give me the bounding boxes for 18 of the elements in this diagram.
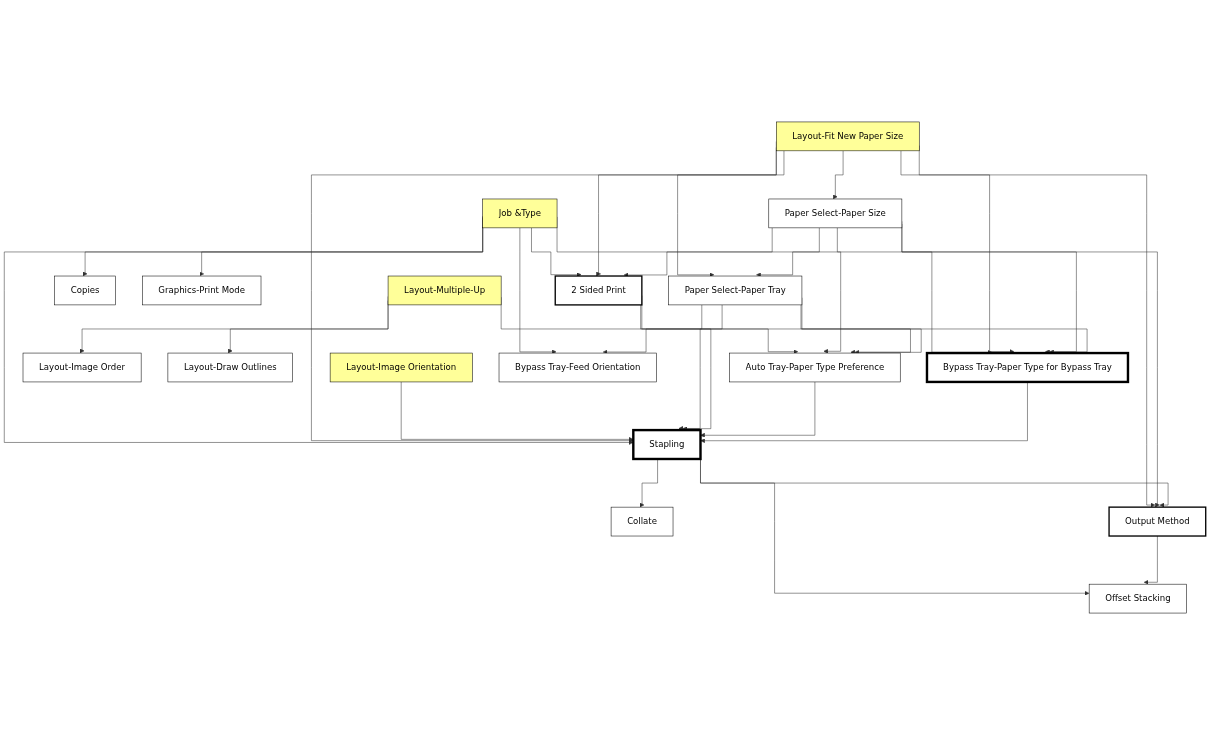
node-box: Bypass Tray-Paper Type for Bypass Tray bbox=[925, 351, 1130, 384]
node-box: 2 Sided Print bbox=[554, 275, 643, 306]
node-box: Graphics-Print Mode bbox=[142, 275, 262, 306]
node-box: Paper Select-Paper Size bbox=[768, 198, 903, 229]
node-box: Layout-Draw Outlines bbox=[167, 352, 293, 383]
node-box: Paper Select-Paper Tray bbox=[668, 275, 803, 306]
node-box: Job &Type bbox=[482, 198, 558, 229]
node-box: Layout-Fit New Paper Size bbox=[776, 121, 920, 152]
node-box: Auto Tray-Paper Type Preference bbox=[729, 352, 901, 383]
node-box: Stapling bbox=[632, 428, 702, 461]
node-box: Layout-Image Orientation bbox=[329, 352, 473, 383]
node-box: Copies bbox=[54, 275, 116, 306]
node-box: Collate bbox=[610, 506, 674, 537]
node-box: Bypass Tray-Feed Orientation bbox=[498, 352, 657, 383]
node-box: Layout-Image Order bbox=[22, 352, 142, 383]
node-box: Layout-Multiple-Up bbox=[387, 275, 502, 306]
node-box: Output Method bbox=[1108, 506, 1207, 537]
node-box: Offset Stacking bbox=[1088, 583, 1187, 614]
